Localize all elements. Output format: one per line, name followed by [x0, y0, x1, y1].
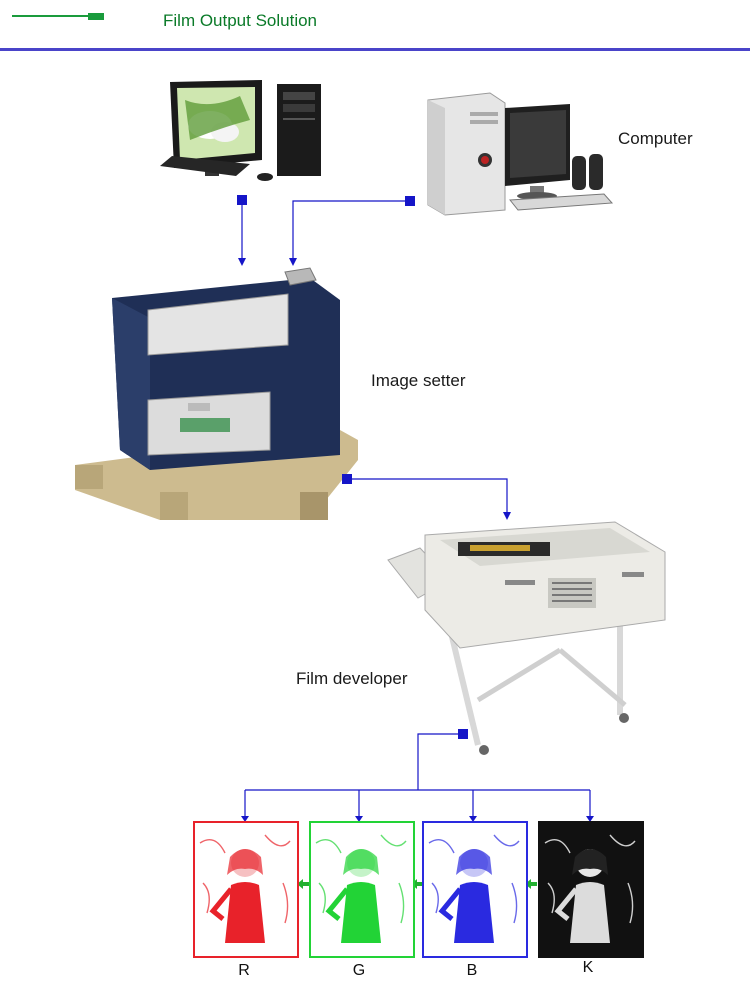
- portrait-black-icon: [544, 834, 636, 943]
- film-separation-g: [309, 821, 415, 958]
- connectors: [241, 200, 591, 818]
- film-separation-k: [538, 821, 644, 958]
- film-label-g: G: [352, 962, 366, 979]
- film-label-b: B: [466, 962, 478, 979]
- film-transfer-arrows: [297, 879, 537, 889]
- desktop-computer-illustration: [160, 80, 321, 181]
- image-setter-illustration: [75, 267, 358, 520]
- film-developer-illustration: [387, 521, 666, 755]
- header-divider: [0, 48, 750, 51]
- portrait-blue-icon: [428, 834, 520, 943]
- header-accent-line: [12, 15, 92, 17]
- film-label-k: K: [582, 959, 594, 976]
- connector-arrowheads: [238, 258, 594, 822]
- page-title: Film Output Solution: [163, 11, 318, 30]
- portrait-red-icon: [199, 834, 291, 943]
- film-separation-b: [422, 821, 528, 958]
- computer-label: Computer: [618, 129, 693, 148]
- connector-nodes: [237, 195, 468, 739]
- portrait-green-icon: [315, 834, 407, 943]
- film-separation-r: [193, 821, 299, 958]
- film-label-r: R: [238, 962, 250, 979]
- image-setter-label: Image setter: [371, 371, 466, 390]
- film-developer-label: Film developer: [296, 669, 408, 688]
- header-accent-block: [88, 13, 104, 20]
- computer-illustration: [427, 92, 614, 216]
